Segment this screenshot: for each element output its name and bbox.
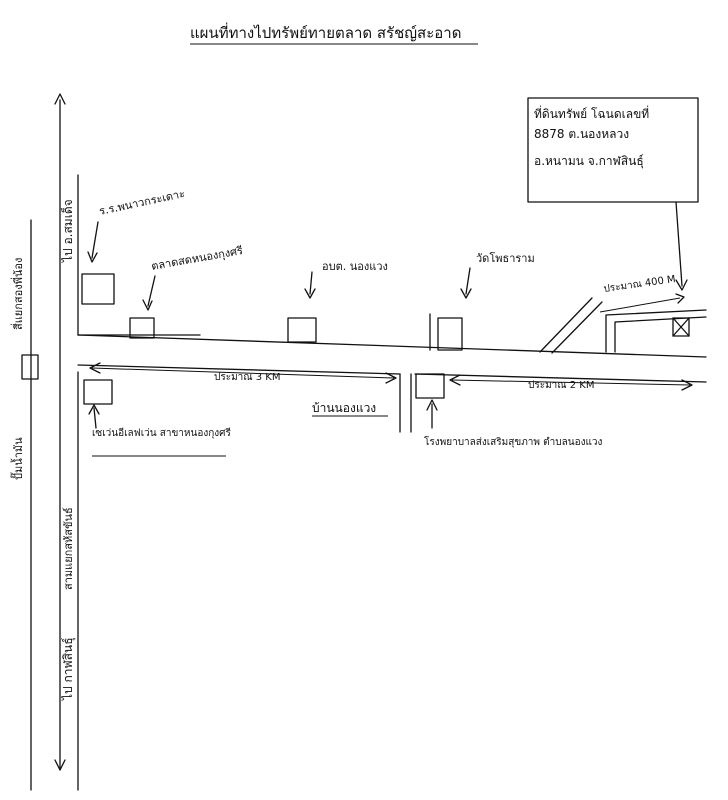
school-label: ร.ร.พนาวกระเดาะ bbox=[98, 187, 186, 218]
temple-building bbox=[437, 317, 463, 351]
property-line-2: 8878 ต.นองหลวง bbox=[534, 127, 629, 141]
market-label: ตลาดสดหนองกุงศรี bbox=[150, 244, 244, 273]
distance-3km-line bbox=[91, 367, 395, 379]
distance-2km-line bbox=[451, 379, 691, 386]
property-marker bbox=[672, 317, 690, 337]
vertical-top-label: ไป อ.สมเด็จ bbox=[60, 199, 75, 263]
horizontal-road-bottom-right bbox=[414, 373, 707, 383]
arrow-up-icon bbox=[54, 93, 66, 105]
shop-arrow-icon bbox=[88, 404, 100, 415]
property-info-box bbox=[527, 97, 699, 203]
distance-3km-right-arrow-icon bbox=[385, 372, 397, 384]
distance-3km-left-arrow-icon bbox=[89, 362, 101, 374]
property-line-3: อ.หนามน จ.กาฬสินธุ์ bbox=[534, 154, 644, 169]
arrow-down-icon bbox=[54, 759, 66, 771]
property-pointer-arrow-icon bbox=[675, 279, 688, 291]
temple-label: วัดโพธาราม bbox=[476, 251, 535, 265]
hospital-arrow-icon bbox=[426, 399, 438, 411]
shop-building bbox=[83, 379, 113, 405]
shop-pointer bbox=[93, 407, 97, 429]
shop-label: เซเว่นอีเลฟเว่น สาขาหนองกุงศรี bbox=[92, 427, 232, 439]
subdistrict-arrow-icon bbox=[304, 288, 316, 299]
distance-400-arrow-icon bbox=[675, 293, 685, 304]
property-lot-outline bbox=[605, 309, 707, 353]
school-pointer bbox=[91, 221, 99, 259]
distance-400-label: ประมาณ 400 M bbox=[603, 274, 676, 295]
gas-station-box bbox=[21, 354, 39, 380]
temple-pointer bbox=[465, 267, 471, 295]
market-pointer bbox=[147, 275, 156, 307]
subdistrict-pointer bbox=[309, 271, 313, 295]
property-pointer-line bbox=[675, 201, 683, 287]
vertical-left-mid-label: ปั๊มน้ำมัน bbox=[10, 437, 25, 480]
horizontal-road-top bbox=[77, 334, 707, 358]
school-arrow-icon bbox=[87, 251, 98, 263]
school-building bbox=[81, 273, 115, 305]
market-building bbox=[129, 317, 155, 339]
hospital-building bbox=[415, 373, 445, 399]
diagonal-road-1 bbox=[539, 297, 593, 353]
subdistrict-office-building bbox=[287, 317, 317, 343]
distance-400-line bbox=[599, 297, 681, 313]
diagonal-road-2 bbox=[551, 301, 603, 354]
property-lot-inner bbox=[614, 316, 707, 353]
vertical-bottom-label: ไป กาฬสินธุ์ bbox=[61, 637, 76, 701]
property-line-1: ที่ดินทรัพย์ โฉนดเลขที่ bbox=[534, 105, 649, 121]
distance-2km-label: ประมาณ 2 KM bbox=[528, 380, 594, 391]
vertical-left-top-label: สี่แยกสองพี่น้อง bbox=[10, 258, 25, 331]
property-cross-b bbox=[672, 317, 690, 337]
hospital-label: โรงพยาบาลส่งเสริมสุขภาพ ตำบลนองแวง bbox=[424, 435, 603, 448]
village-label: บ้านนองแวง bbox=[312, 401, 376, 415]
distance-2km-left-arrow-icon bbox=[449, 374, 461, 386]
distance-3km-label: ประมาณ 3 KM bbox=[214, 372, 280, 383]
market-arrow-icon bbox=[142, 299, 153, 311]
temple-arrow-icon bbox=[460, 288, 472, 299]
distance-2km-right-arrow-icon bbox=[681, 379, 693, 391]
horizontal-road-bottom-left bbox=[77, 364, 401, 375]
map-title: แผนที่ทางไปทรัพย์ทายตลาด สรัชญ์สะอาด bbox=[190, 22, 461, 42]
subdistrict-label: อบต. นองแวง bbox=[322, 260, 388, 273]
vertical-mid-label: สามแยกสหัสขันธ์ bbox=[62, 507, 75, 590]
